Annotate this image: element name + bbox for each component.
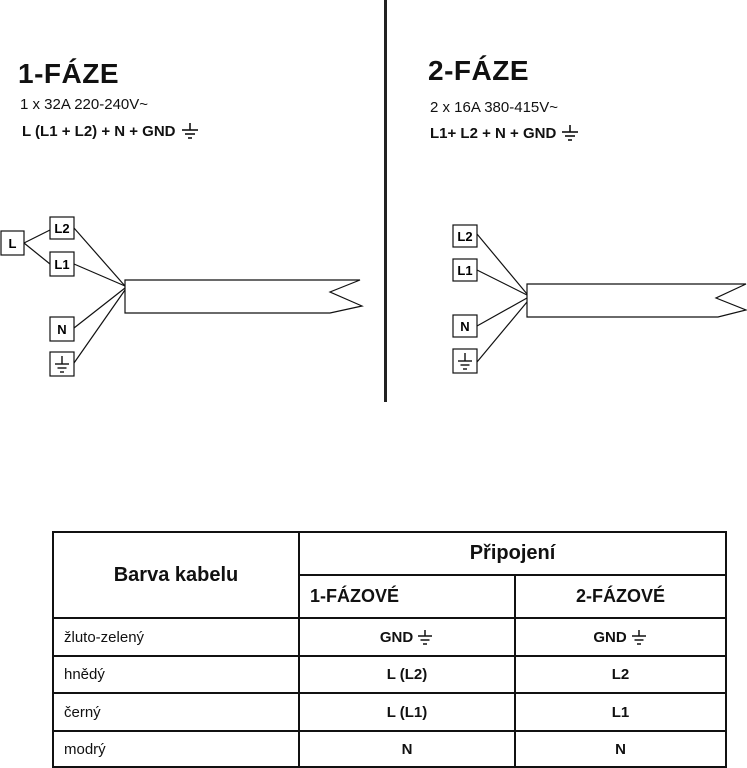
- right-wiring-diagram: L2 L1 N: [452, 224, 747, 374]
- left-terminal-l2: L2: [49, 216, 75, 240]
- cell-one-phase-text: GND: [379, 628, 414, 646]
- table-row: modrý N N: [52, 730, 728, 768]
- cell-two-phase: L1: [513, 692, 728, 732]
- cell-one-phase: L (L1): [298, 692, 516, 732]
- right-terminal-l1: L1: [452, 258, 478, 282]
- right-wires: [476, 233, 528, 363]
- ground-icon: [55, 356, 69, 373]
- right-terminal-l2-label: L2: [457, 229, 472, 244]
- right-title: 2-FÁZE: [428, 55, 529, 86]
- right-terminal-n-label: N: [460, 319, 469, 334]
- table-row: hnědý L (L2) L2: [52, 655, 728, 694]
- left-terminal-l2-label: L2: [54, 221, 69, 236]
- left-terminal-gnd: [49, 351, 75, 377]
- right-cable: [526, 283, 747, 318]
- sub-header-one-phase: 1-FÁZOVÉ: [298, 574, 516, 619]
- cell-one-phase: L (L2): [298, 655, 516, 694]
- ground-icon: [458, 353, 472, 370]
- left-title: 1-FÁZE: [18, 58, 119, 89]
- right-spec: 2 x 16A 380-415V~: [430, 99, 559, 116]
- left-terminal-n: N: [49, 316, 75, 342]
- right-terminal-l2: L2: [452, 224, 478, 248]
- left-wires: [23, 227, 126, 364]
- row-color-label: černý: [52, 692, 300, 732]
- right-terminal-n: N: [452, 314, 478, 338]
- cell-two-phase: N: [513, 730, 728, 768]
- left-terminal-l-label: L: [9, 236, 17, 251]
- table-row: černý L (L1) L1: [52, 692, 728, 732]
- right-formula: L1+ L2 + N + GND: [430, 124, 580, 142]
- ground-icon: [631, 630, 646, 645]
- left-cable: [124, 279, 364, 314]
- left-terminal-n-label: N: [57, 322, 66, 337]
- left-formula: L (L1 + L2) + N + GND: [22, 122, 200, 140]
- right-terminal-gnd: [452, 348, 478, 374]
- ground-icon: [181, 123, 198, 139]
- cell-one-phase: GND: [298, 617, 516, 657]
- left-wiring-diagram: L L2 L1 N: [0, 216, 364, 377]
- right-terminal-l1-label: L1: [457, 263, 472, 278]
- left-terminal-l1-label: L1: [54, 257, 69, 272]
- cell-two-phase-text: GND: [593, 628, 627, 646]
- row-color-label: modrý: [52, 730, 300, 768]
- ground-icon: [418, 630, 433, 645]
- cell-two-phase: L2: [513, 655, 728, 694]
- connection-table: Barva kabelu Připojení 1-FÁZOVÉ 2-FÁZOVÉ…: [52, 531, 728, 768]
- left-terminal-l1: L1: [49, 251, 75, 277]
- table-row: žluto-zelený GND GND: [52, 617, 728, 657]
- right-formula-text: L1+ L2 + N + GND: [430, 124, 557, 142]
- left-terminal-l: L: [0, 230, 25, 256]
- left-formula-text: L (L1 + L2) + N + GND: [22, 122, 176, 140]
- ground-icon: [562, 125, 579, 141]
- col-header-cable-color: Barva kabelu: [52, 531, 300, 619]
- sub-header-two-phase: 2-FÁZOVÉ: [513, 574, 728, 619]
- row-color-label: hnědý: [52, 655, 300, 694]
- section-divider: [384, 0, 387, 402]
- left-spec: 1 x 32A 220-240V~: [20, 96, 149, 113]
- cell-one-phase: N: [298, 730, 516, 768]
- group-header-connection: Připojení: [297, 531, 728, 576]
- cell-two-phase: GND: [513, 617, 728, 657]
- row-color-label: žluto-zelený: [52, 617, 300, 657]
